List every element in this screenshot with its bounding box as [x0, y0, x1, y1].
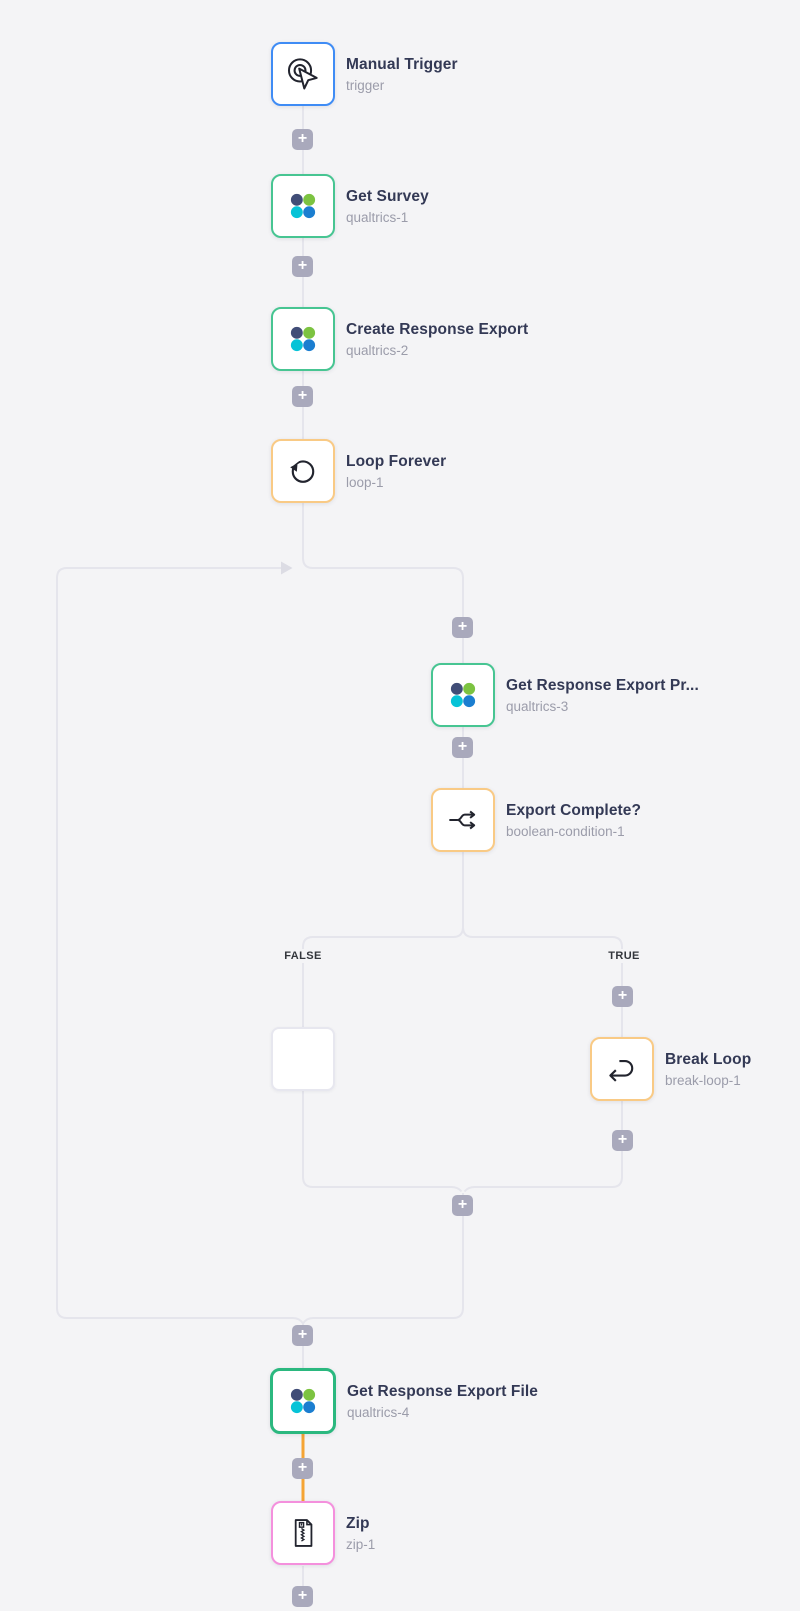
- node-subtitle: loop-1: [346, 474, 384, 490]
- node-title: Loop Forever: [346, 452, 447, 470]
- node-subtitle: qualtrics-3: [506, 698, 569, 714]
- return-arrow-icon: [603, 1050, 641, 1088]
- node-box-create-response-export[interactable]: [271, 307, 335, 371]
- branch-label-true: TRUE: [604, 949, 644, 963]
- node-get-survey[interactable]: Get Survey qualtrics-1: [271, 174, 429, 238]
- connector-loop-return: [56, 567, 304, 1325]
- qualtrics-dots-icon: [446, 678, 480, 712]
- add-step-button-after-break[interactable]: +: [612, 1130, 633, 1151]
- node-break-loop[interactable]: Break Loop break-loop-1: [590, 1037, 751, 1101]
- add-step-button-after-progress[interactable]: +: [452, 737, 473, 758]
- node-title: Export Complete?: [506, 801, 642, 819]
- node-box-export-complete[interactable]: [431, 788, 495, 852]
- node-subtitle: zip-1: [346, 1536, 376, 1552]
- node-get-response-export-file[interactable]: Get Response Export File qualtrics-4: [270, 1368, 538, 1434]
- connector-merge-down: [302, 1193, 464, 1325]
- node-subtitle: break-loop-1: [665, 1072, 741, 1088]
- connector-loop-entry: [302, 503, 464, 663]
- node-box-get-survey[interactable]: [271, 174, 335, 238]
- node-loop-forever[interactable]: Loop Forever loop-1: [271, 439, 446, 503]
- node-title: Get Response Export File: [347, 1382, 539, 1400]
- add-step-button-after-zip[interactable]: +: [292, 1586, 313, 1607]
- add-step-button-after-create[interactable]: +: [292, 386, 313, 407]
- node-export-complete[interactable]: Export Complete? boolean-condition-1: [431, 788, 641, 852]
- node-subtitle: trigger: [346, 77, 385, 93]
- node-title: Get Response Export Pr...: [506, 676, 699, 694]
- node-title: Break Loop: [665, 1050, 752, 1068]
- qualtrics-dots-icon: [286, 322, 320, 356]
- node-subtitle: qualtrics-1: [346, 209, 409, 225]
- node-title: Create Response Export: [346, 320, 529, 338]
- node-subtitle: qualtrics-2: [346, 342, 409, 358]
- node-get-response-export-progress[interactable]: Get Response Export Pr... qualtrics-3: [431, 663, 699, 727]
- node-title: Zip: [346, 1514, 370, 1532]
- node-box-get-response-export-file[interactable]: [270, 1368, 336, 1434]
- node-title: Manual Trigger: [346, 55, 458, 73]
- qualtrics-dots-icon: [286, 189, 320, 223]
- add-step-button-after-merge[interactable]: +: [452, 1195, 473, 1216]
- node-box-manual-trigger[interactable]: [271, 42, 335, 106]
- node-box-zip[interactable]: [271, 1501, 335, 1565]
- cursor-click-icon: [284, 55, 322, 93]
- branch-label-false: FALSE: [280, 949, 326, 963]
- add-step-button-after-trigger[interactable]: +: [292, 129, 313, 150]
- node-create-response-export[interactable]: Create Response Export qualtrics-2: [271, 307, 528, 371]
- add-step-button-loop-body[interactable]: +: [452, 617, 473, 638]
- add-step-button-after-survey[interactable]: +: [292, 256, 313, 277]
- branch-fork-icon: [444, 801, 482, 839]
- loop-arrow-icon: [284, 452, 322, 490]
- node-subtitle: qualtrics-4: [347, 1404, 410, 1420]
- loop-return-arrow-icon: [281, 561, 293, 575]
- node-zip[interactable]: Zip zip-1: [271, 1501, 375, 1565]
- node-box-get-response-export-progress[interactable]: [431, 663, 495, 727]
- zip-file-icon: [285, 1515, 321, 1551]
- add-step-button-after-file[interactable]: +: [292, 1458, 313, 1479]
- qualtrics-dots-icon: [286, 1384, 320, 1418]
- node-manual-trigger[interactable]: Manual Trigger trigger: [271, 42, 458, 106]
- connector-branch-false: [302, 852, 464, 1193]
- add-step-button-after-loop[interactable]: +: [292, 1325, 313, 1346]
- node-box-loop-forever[interactable]: [271, 439, 335, 503]
- node-box-break-loop[interactable]: [590, 1037, 654, 1101]
- empty-step-placeholder: [271, 1027, 335, 1091]
- node-title: Get Survey: [346, 187, 429, 205]
- node-subtitle: boolean-condition-1: [506, 823, 625, 839]
- add-step-button-true-branch[interactable]: +: [612, 986, 633, 1007]
